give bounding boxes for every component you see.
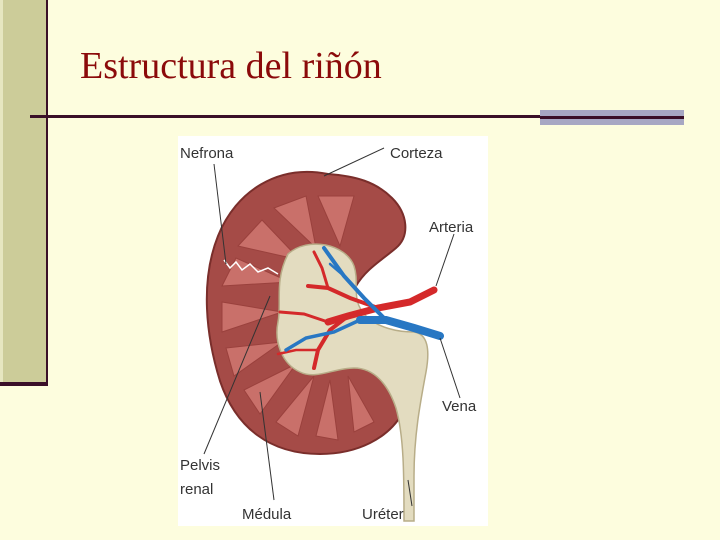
label-pelvis-renal-line1: Pelvis (180, 457, 220, 474)
label-medula: Médula (242, 506, 292, 523)
medulla-pyramids (221, 195, 375, 441)
artery-vessels (276, 250, 438, 370)
sidebar-foot-line (0, 382, 48, 386)
kidney-illustration: Nefrona Corteza Arteria Vena Pelvis rena… (178, 136, 488, 526)
sidebar-highlight (0, 0, 3, 384)
label-arteria: Arteria (429, 219, 474, 236)
label-vena: Vena (442, 398, 477, 415)
slide-title: Estructura del riñón (80, 45, 382, 87)
sidebar-edge-line (46, 0, 48, 386)
label-pelvis-renal-line2: renal (180, 481, 213, 498)
kidney-diagram: Nefrona Corteza Arteria Vena Pelvis rena… (178, 136, 488, 526)
label-leader-lines (203, 147, 461, 507)
label-corteza: Corteza (390, 145, 443, 162)
title-underline (30, 115, 546, 118)
label-nefrona: Nefrona (180, 145, 234, 162)
title-underline-accent-line (540, 116, 684, 119)
sidebar-decoration (0, 0, 46, 384)
vein-vessels (284, 246, 444, 352)
nephron-detail (223, 259, 279, 275)
label-ureter: Uréter (362, 506, 404, 523)
